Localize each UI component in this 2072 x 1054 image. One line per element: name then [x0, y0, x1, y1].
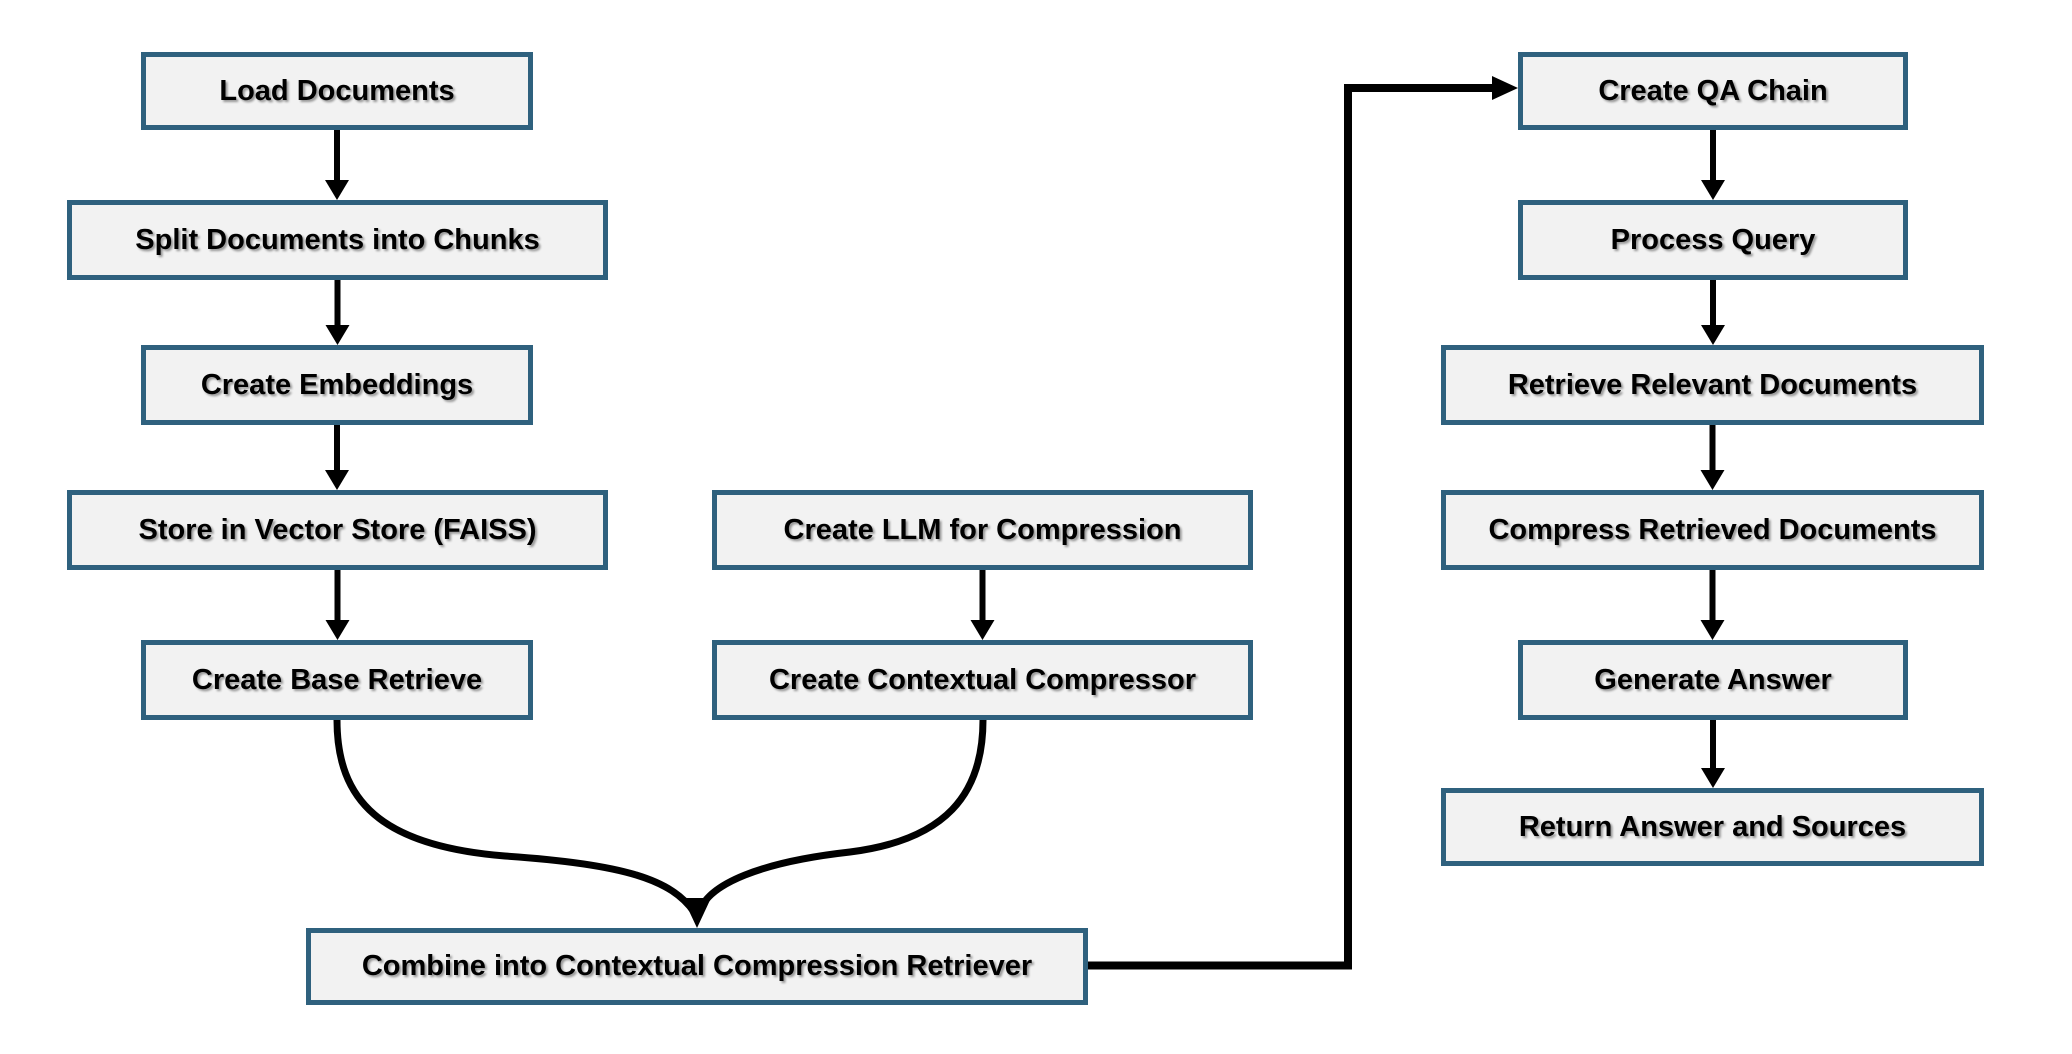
node-split-documents: Split Documents into Chunks	[67, 200, 608, 280]
node-label: Load Documents	[219, 74, 455, 107]
node-label: Create QA Chain	[1598, 74, 1828, 107]
node-label: Return Answer and Sources	[1518, 810, 1907, 843]
node-label: Compress Retrieved Documents	[1488, 513, 1937, 546]
node-label: Split Documents into Chunks	[135, 223, 540, 256]
node-label: Create Base Retrieve	[191, 663, 483, 696]
node-label: Store in Vector Store (FAISS)	[138, 513, 537, 546]
node-label: Retrieve Relevant Documents	[1507, 368, 1918, 401]
arrow-down-head	[1700, 620, 1725, 640]
node-return-answer: Return Answer and Sources	[1441, 788, 1984, 866]
arrow-down-head	[325, 325, 350, 345]
node-store-vector: Store in Vector Store (FAISS)	[67, 490, 608, 570]
elbow-connector	[1088, 84, 1496, 970]
node-label: Combine into Contextual Compression Retr…	[361, 950, 1033, 982]
arrow-down-head	[325, 620, 350, 640]
arrow-right-head	[1492, 76, 1518, 100]
arrow-down-head	[325, 180, 349, 200]
merge-curve-left	[333, 716, 698, 916]
node-label: Create LLM for Compression	[783, 513, 1182, 546]
arrow-down-head	[1700, 470, 1725, 490]
node-create-embeddings: Create Embeddings	[141, 345, 533, 425]
arrow-down-head	[1701, 768, 1725, 788]
node-combine: Combine into Contextual Compression Retr…	[306, 928, 1088, 1005]
node-create-qa-chain: Create QA Chain	[1518, 52, 1908, 130]
node-label: Process Query	[1610, 223, 1816, 256]
merge-arrow-head	[683, 898, 711, 928]
node-create-compressor: Create Contextual Compressor	[712, 640, 1253, 720]
node-retrieve-docs: Retrieve Relevant Documents	[1441, 345, 1984, 425]
arrow-down-head	[970, 620, 995, 640]
node-load-documents: Load Documents	[141, 52, 533, 130]
arrow-down-head	[1701, 325, 1725, 345]
node-create-llm: Create LLM for Compression	[712, 490, 1253, 570]
arrow-down-head	[1701, 180, 1725, 200]
node-label: Create Embeddings	[200, 368, 474, 401]
node-create-base-retrieve: Create Base Retrieve	[141, 640, 533, 720]
arrow-down-head	[325, 470, 349, 490]
node-generate-answer: Generate Answer	[1518, 640, 1908, 720]
node-process-query: Process Query	[1518, 200, 1908, 280]
node-compress-docs: Compress Retrieved Documents	[1441, 490, 1984, 570]
node-label: Generate Answer	[1594, 663, 1832, 696]
node-label: Create Contextual Compressor	[768, 663, 1197, 696]
merge-curve-right	[696, 716, 987, 914]
